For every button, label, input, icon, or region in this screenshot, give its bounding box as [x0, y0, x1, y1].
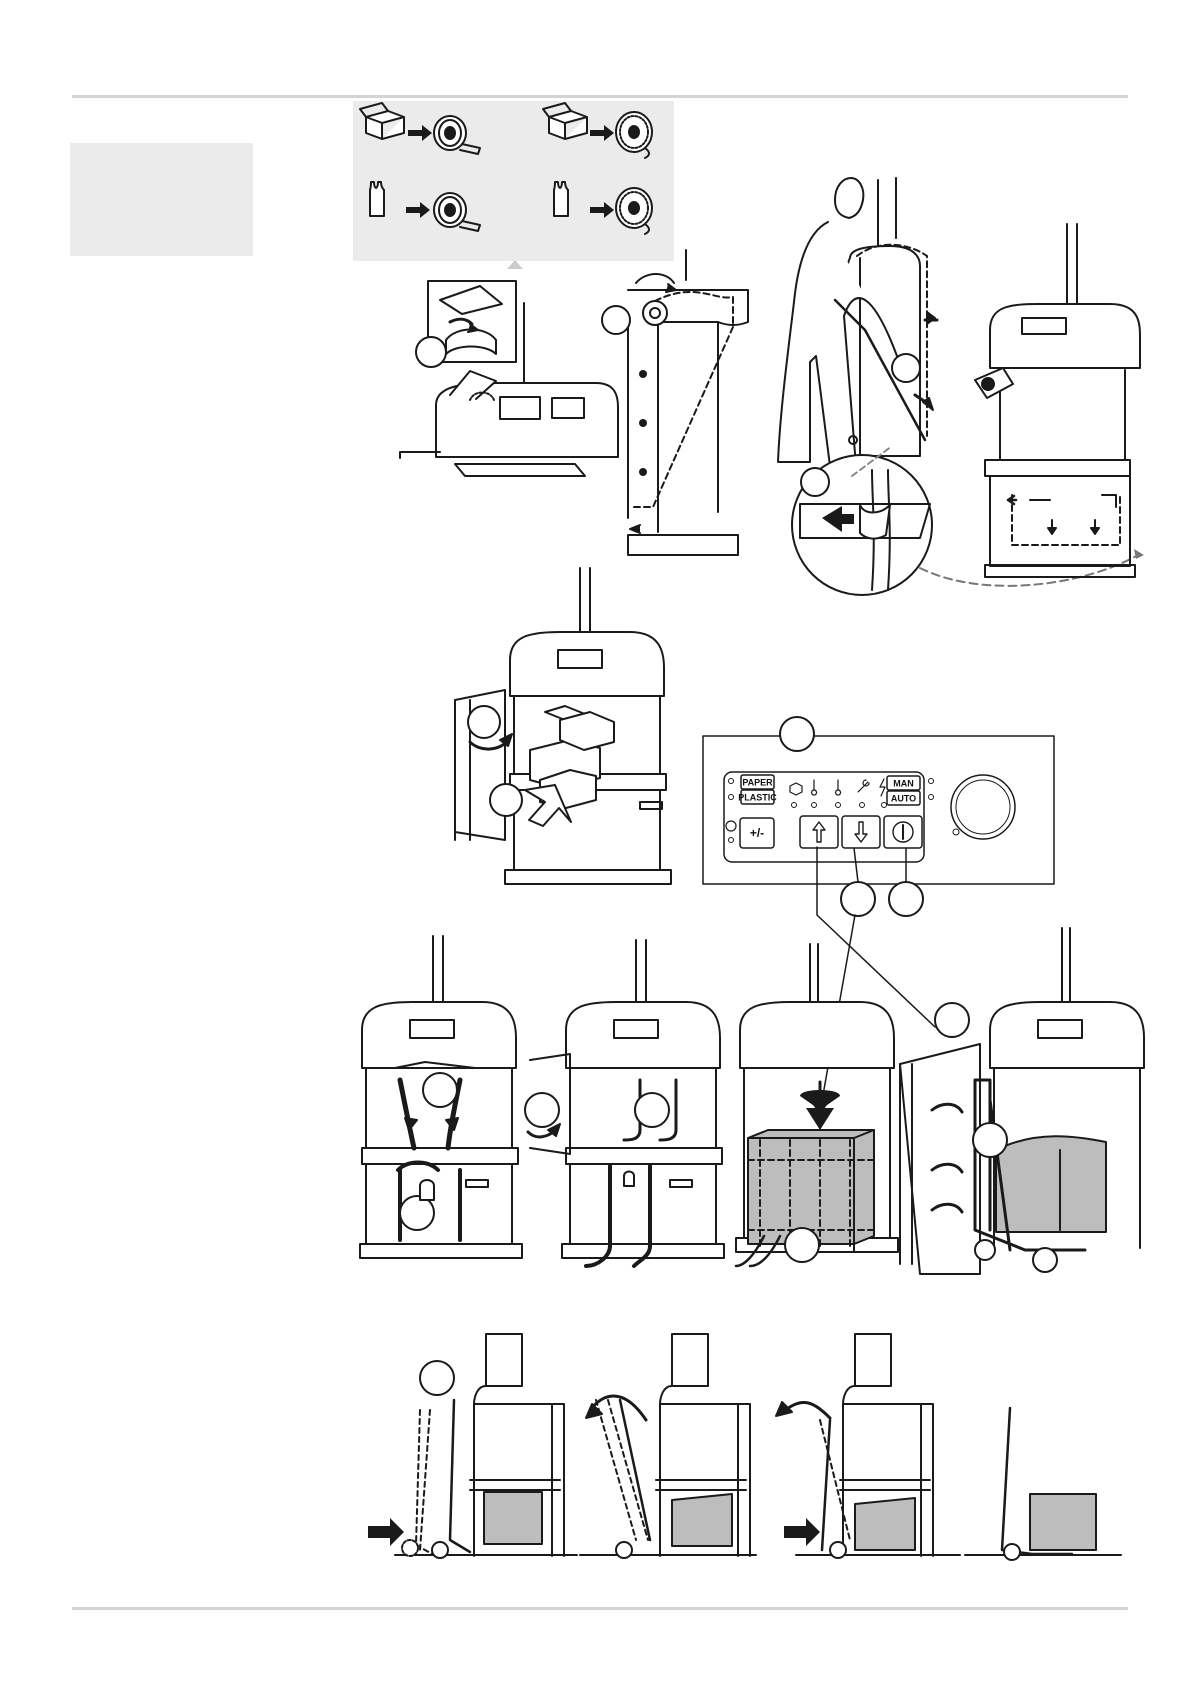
plastic-bag-icon-2 [554, 182, 568, 216]
strap-knot-zoom-illustration [792, 446, 1144, 595]
step-marker-circle-11 [400, 1196, 434, 1230]
arrow-right-icon-3 [406, 202, 430, 218]
ram-up-button[interactable] [800, 816, 838, 848]
legend-icons [360, 103, 652, 234]
step-marker-circle-17 [420, 1361, 454, 1395]
strap-feed-frame-illustration [602, 250, 748, 555]
strap-pull-down-machine-illustration [360, 936, 522, 1258]
step-marker-circle-3 [892, 354, 920, 382]
step-marker-circle-5 [468, 706, 500, 738]
step-marker-circle-2 [602, 306, 630, 334]
strap-guide-machine-illustration [975, 224, 1140, 577]
plus-minus-label: +/- [750, 826, 764, 840]
push-arrow-icon [368, 1518, 404, 1546]
bale-tying-machine-illustration [736, 944, 898, 1266]
man-mode-label: MAN [893, 779, 914, 789]
bale-removal-trolley-illustration [900, 928, 1144, 1274]
legend-pointer-icon [507, 260, 523, 269]
step-marker-circle-7 [780, 717, 814, 751]
arrow-right-icon-2 [590, 125, 614, 141]
step-marker-circle-12 [525, 1093, 559, 1127]
step-marker-circle-14 [785, 1228, 819, 1262]
loading-machine-illustration [455, 568, 671, 884]
step-marker-circle-4 [801, 468, 829, 496]
cardboard-box-icon-2 [543, 103, 587, 139]
step-marker-circle-10 [423, 1073, 457, 1107]
step-marker-circle-13 [635, 1093, 669, 1127]
twine-reel-icon [616, 112, 652, 158]
step-marker-circle-6 [490, 784, 522, 816]
operator-threading-illustration [778, 178, 937, 466]
twine-reel-icon-2 [616, 188, 652, 234]
flat-strap-reel-icon [434, 116, 480, 154]
step-marker-circle [416, 337, 446, 367]
plastic-mode-label: PLASTIC [738, 793, 777, 803]
step-marker-circle-16 [935, 1003, 969, 1037]
auto-mode-label: AUTO [891, 794, 916, 804]
step-marker-circle-8 [841, 882, 875, 916]
reel-insert-illustration [400, 281, 618, 476]
flat-strap-reel-icon-2 [434, 193, 480, 231]
arrow-right-icon [408, 125, 432, 141]
cardboard-box-icon [360, 103, 404, 139]
paper-mode-label: PAPER [742, 778, 773, 788]
push-arrow-icon-2 [784, 1518, 820, 1546]
plastic-bag-icon [370, 182, 384, 216]
step-marker-circle-15 [973, 1123, 1007, 1157]
door-closed-strap-machine-illustration [525, 940, 724, 1266]
ram-down-button[interactable] [842, 816, 880, 848]
arrow-right-icon-4 [590, 202, 614, 218]
step-marker-circle-9 [889, 882, 923, 916]
trolley-sequence-illustration [368, 1334, 1121, 1560]
